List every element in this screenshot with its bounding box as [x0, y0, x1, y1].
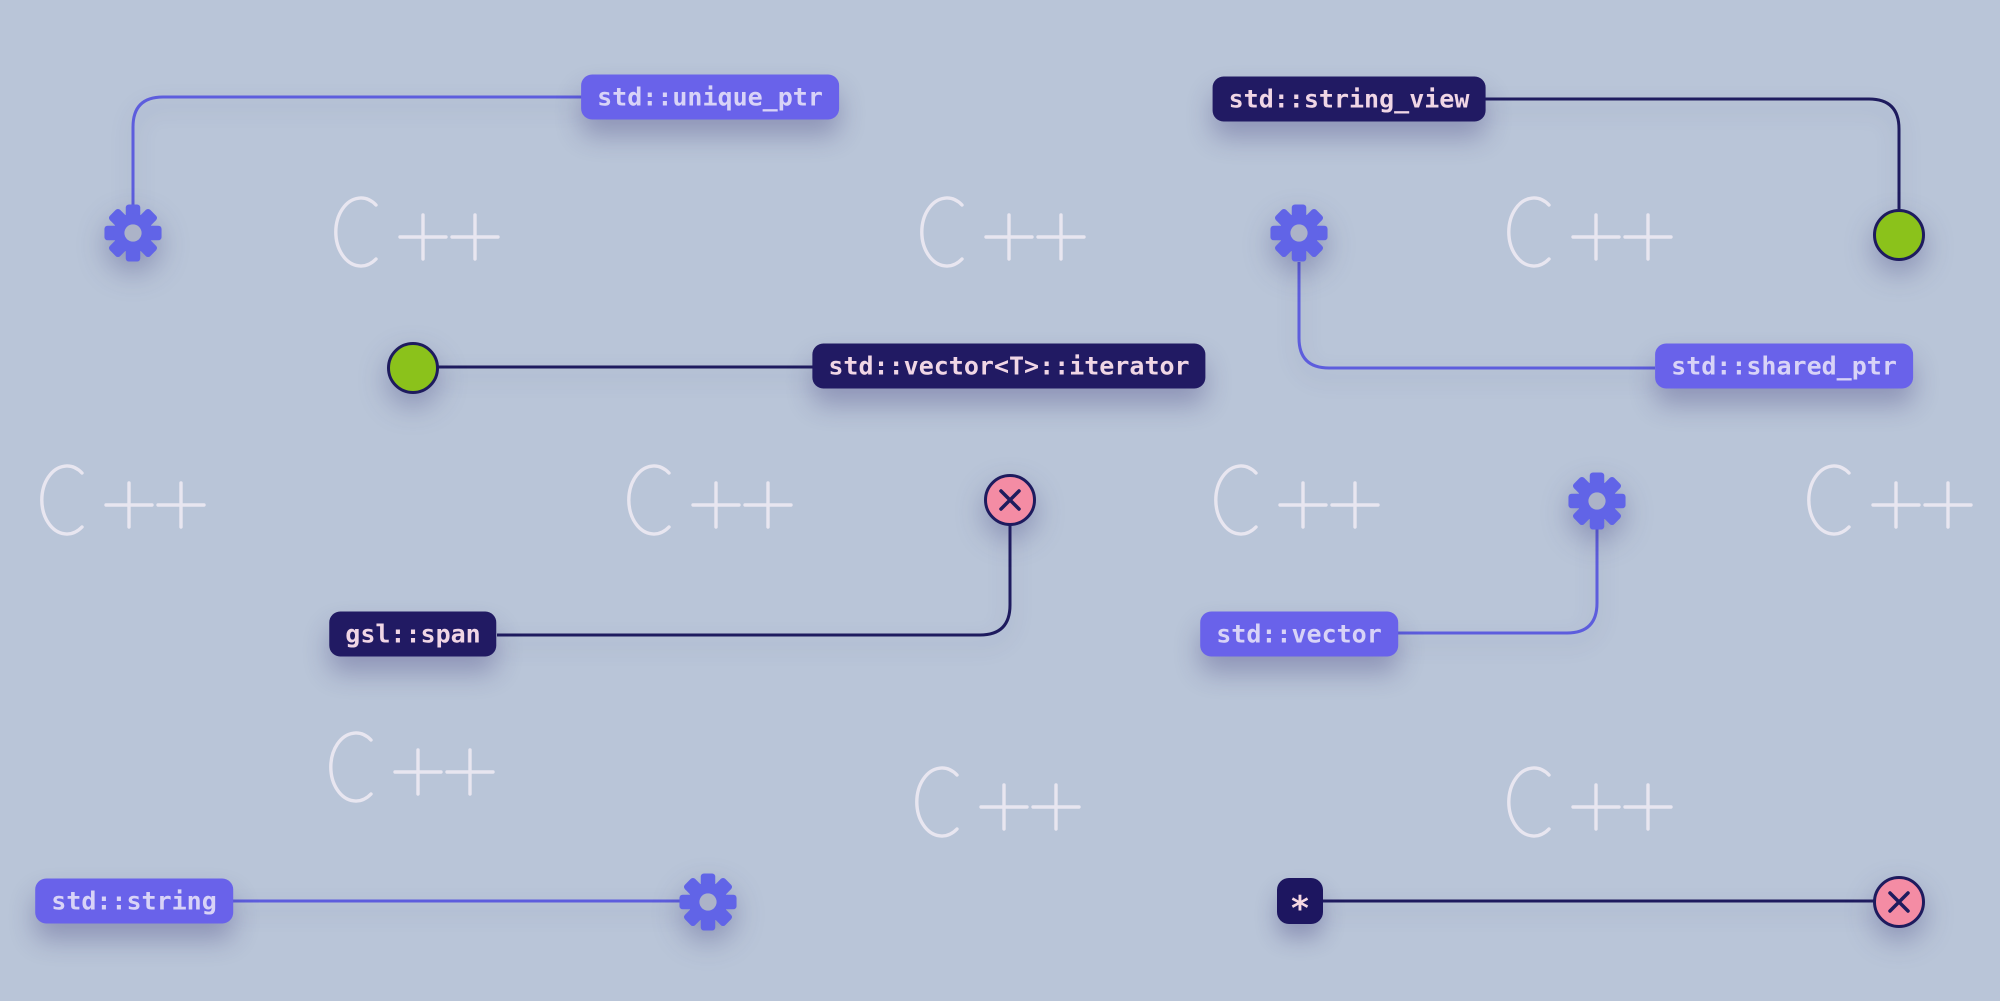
gear-icon[interactable] — [104, 204, 162, 262]
gear-icon[interactable] — [1568, 472, 1626, 530]
x-circle-icon[interactable] — [982, 472, 1038, 528]
badge-std-unique-ptr[interactable]: std::unique_ptr — [581, 74, 839, 120]
green-circle-marker[interactable] — [385, 340, 441, 396]
badge-std-string-view[interactable]: std::string_view — [1212, 76, 1486, 122]
badge-std-vector[interactable]: std::vector — [1200, 611, 1398, 657]
connector-gear-to-shared-ptr — [1297, 262, 1655, 370]
badge-gsl-span[interactable]: gsl::span — [329, 611, 497, 657]
connector-string-view-to-green-marker — [1485, 97, 1901, 209]
x-circle-icon[interactable] — [1871, 874, 1927, 930]
gear-icon[interactable] — [1270, 204, 1328, 262]
pointer-star-badge[interactable]: * — [1277, 878, 1323, 929]
green-circle-marker[interactable] — [1871, 207, 1927, 263]
asterisk-glyph: * — [1289, 889, 1311, 929]
connector-x-marker-to-gsl-span — [497, 525, 1012, 637]
gear-icon[interactable] — [679, 873, 737, 931]
badge-std-string[interactable]: std::string — [35, 878, 233, 924]
connector-gear-to-std-vector — [1398, 529, 1599, 635]
badge-std-vector-iterator[interactable]: std::vector<T>::iterator — [812, 343, 1206, 389]
badge-std-shared-ptr[interactable]: std::shared_ptr — [1655, 343, 1913, 389]
connector-unique-ptr-to-gear — [131, 95, 582, 206]
